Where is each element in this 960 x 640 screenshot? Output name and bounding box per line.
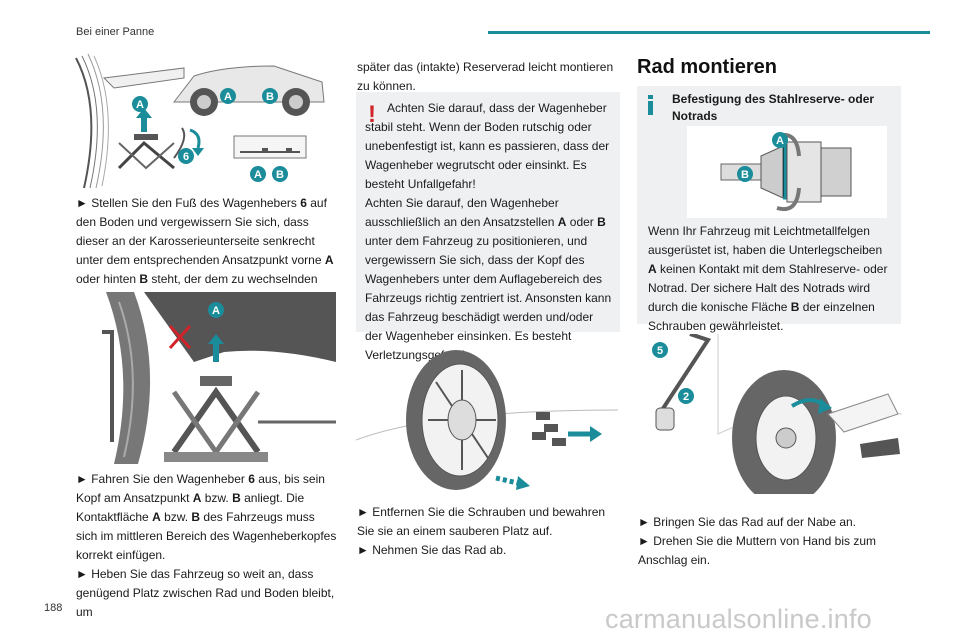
- fig1-label-6: 6: [183, 151, 189, 163]
- figure-jack-positions: A 6 A B A B: [75, 53, 325, 189]
- col1-paragraph-3: ► Heben Sie das Fahrzeug so weit an, das…: [76, 567, 335, 619]
- watermark: carmanualsonline.info: [605, 604, 872, 634]
- fig1-label-b3: B: [276, 169, 284, 181]
- fig1-label-a3: A: [254, 169, 262, 181]
- col1-paragraph-1: ► Stellen Sie den Fuß des Wagenhebers 6 …: [76, 196, 334, 305]
- col2-paragraph-0: später das (intakte) Reserverad leicht m…: [357, 60, 614, 93]
- section-heading: Rad montieren: [637, 56, 778, 78]
- info-title: Befestigung des Stahlreserve- oder Notra…: [672, 92, 875, 123]
- col3-paragraph-2: ► Drehen Sie die Muttern von Hand bis zu…: [638, 534, 876, 567]
- col2-paragraph-2: ► Nehmen Sie das Rad ab.: [357, 543, 507, 557]
- fig1-label-a: A: [136, 99, 144, 111]
- header-title: Bei einer Panne: [76, 26, 155, 38]
- fig3-label-5: 5: [657, 345, 663, 357]
- header-accent-bar: [488, 31, 930, 34]
- warning-icon: !: [368, 101, 376, 128]
- info-fig-label-a: A: [776, 135, 784, 147]
- col3-paragraph-1: ► Bringen Sie das Rad auf der Nabe an.: [638, 515, 857, 529]
- col1-paragraph-2: ► Fahren Sie den Wagenheber 6 aus, bis s…: [76, 470, 338, 622]
- fig3-label-2: 2: [683, 391, 689, 403]
- info-icon: [648, 95, 653, 115]
- warning-text: Achten Sie darauf, dass der Wagenheber s…: [365, 101, 612, 362]
- fig2-label-a: A: [212, 305, 220, 317]
- col2-paragraphs: ► Entfernen Sie die Schrauben und bewahr…: [357, 503, 619, 560]
- figure-mount-wheel: 5 2: [652, 334, 902, 494]
- figure-jack-under-car: A: [74, 292, 336, 464]
- page-number: 188: [44, 602, 63, 614]
- info-text: Wenn Ihr Fahrzeug mit Leichtmetallfelgen…: [648, 224, 888, 333]
- fig1-label-a2: A: [224, 91, 232, 103]
- col3-paragraphs: ► Bringen Sie das Rad auf der Nabe an. ►…: [638, 513, 902, 570]
- figure-bolt-washer: A B: [687, 126, 887, 218]
- warning-box: [356, 92, 620, 332]
- figure-remove-wheel: [356, 350, 618, 490]
- info-fig-label-b: B: [741, 169, 749, 181]
- col2-paragraph-1: ► Entfernen Sie die Schrauben und bewahr…: [357, 505, 606, 538]
- fig1-label-b2: B: [266, 91, 274, 103]
